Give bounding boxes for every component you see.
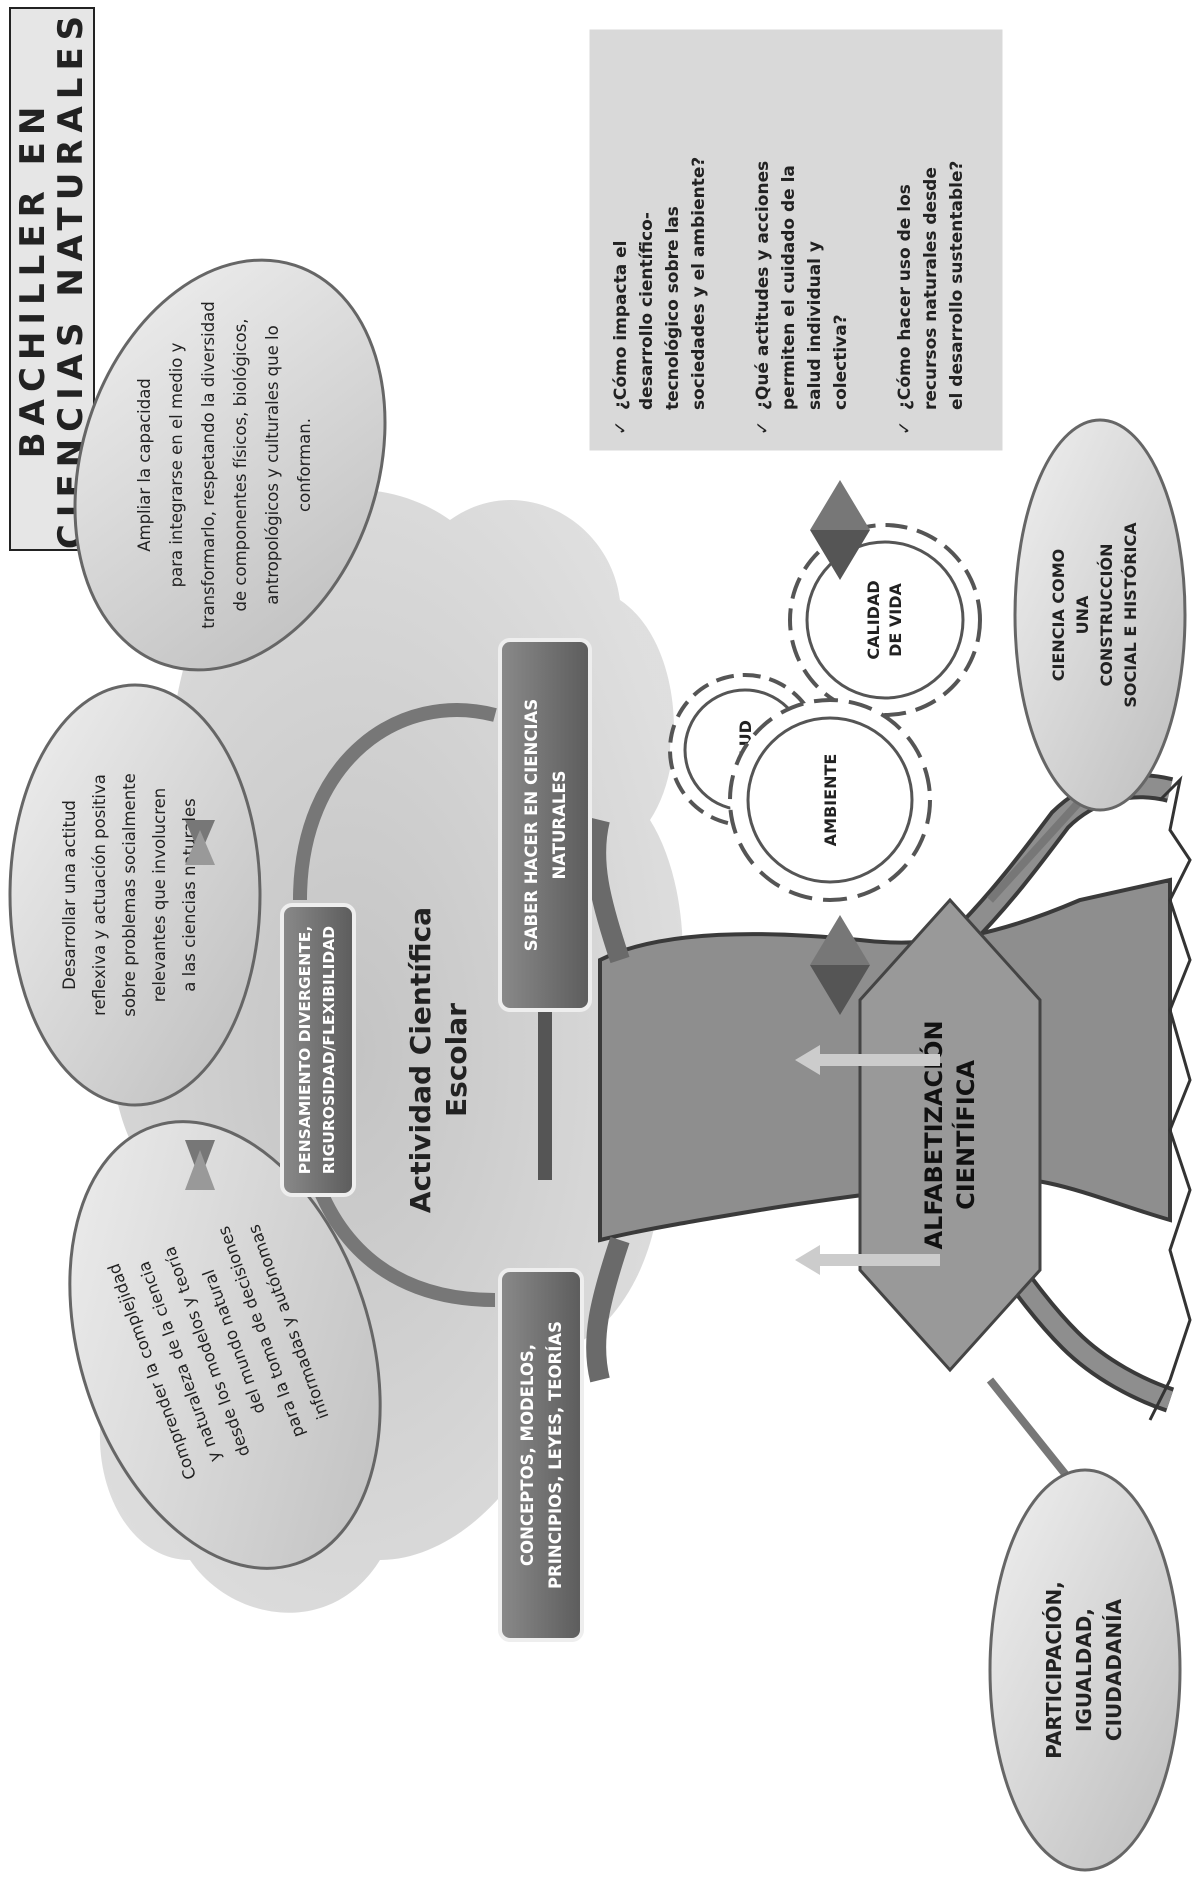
tree-branch-top: [586, 817, 630, 964]
ampliar-line-3: transformarlo, respetando la diversidad: [199, 301, 218, 629]
q2-line-1: ¿Qué actitudes y acciones: [753, 161, 773, 410]
alfabetizacion-line-2: CIENTÍFICA: [951, 1060, 980, 1210]
title-line-1: BACHILLER EN: [13, 100, 53, 459]
alfabetizacion-hexagon: ALFABETIZACIÓN CIENTÍFICA: [858, 897, 1042, 1373]
q1-line-2: desarrollo científico-: [637, 212, 657, 410]
questions-box: ✓ ¿Cómo impacta el desarrollo científico…: [589, 29, 1003, 451]
q2-line-3: salud individual y: [805, 241, 825, 410]
center-label-line-1: Actividad Científica: [404, 907, 437, 1213]
q2-line-2: permiten el cuidado de la: [779, 165, 799, 410]
desarrollar-line-1: Desarrollar una actitud: [60, 800, 79, 990]
ciencia-line-2: UNA: [1073, 595, 1092, 634]
ampliar-line-2: para integrarse en el medio y: [167, 342, 186, 587]
center-label: Actividad Científica Escolar: [404, 907, 473, 1213]
box-saber-hacer: SABER HACER EN CIENCIAS NATURALES: [498, 638, 592, 1012]
gear-calidad: CALIDAD DE VIDA: [788, 523, 982, 717]
ciencia-line-1: CIENCIA COMO: [1049, 549, 1068, 682]
oval-desarrollar: Desarrollar una actitud reflexiva y actu…: [8, 683, 262, 1107]
ampliar-line-4: de componentes físicos, biológicos,: [231, 319, 250, 612]
desarrollar-line-2: reflexiva y actuación positiva: [90, 774, 109, 1016]
oval-comprender: Comprender la complejidad y naturaleza d…: [68, 1120, 382, 1570]
arrow-gears-bottom: [810, 915, 870, 1015]
q3-line-3: el desarrollo sustentable?: [947, 161, 967, 410]
q2-check: ✓: [753, 421, 773, 435]
pensamiento-line-2: RIGUROSIDAD/FLEXIBILIDAD: [320, 926, 338, 1174]
oval-ciencia: CIENCIA COMO UNA CONSTRUCCIÓN SOCIAL E H…: [1013, 418, 1187, 812]
trunk-arrows: [795, 1045, 940, 1275]
oval-participacion: PARTICIPACIÓN, IGUALDAD, CIUDADANÍA: [988, 1468, 1182, 1872]
arrow-oval-bottom: [185, 1140, 215, 1190]
gear-calidad-line-2: DE VIDA: [886, 582, 905, 656]
desarrollar-line-3: sobre problemas socialmente: [120, 773, 139, 1017]
gear-ambiente: AMBIENTE: [728, 698, 932, 902]
saber-hacer-line-1: SABER HACER EN CIENCIAS: [522, 699, 541, 951]
tree-branch-bottom: [586, 1236, 630, 1383]
q3-line-1: ¿Cómo hacer uso de los: [895, 184, 915, 410]
gear-calidad-line-1: CALIDAD: [864, 580, 883, 659]
arc-top: [293, 703, 497, 901]
q2-line-4: colectiva?: [831, 314, 851, 410]
q1-check: ✓: [611, 421, 631, 435]
conceptos-line-2: PRINCIPIOS, LEYES, TEORÍAS: [546, 1321, 565, 1589]
participacion-line-3: CIUDADANÍA: [1102, 1598, 1126, 1741]
participacion-line-2: IGUALDAD,: [1072, 1608, 1096, 1732]
box-pensamiento: PENSAMIENTO DIVERGENTE, RIGUROSIDAD/FLEX…: [280, 903, 356, 1197]
ciencia-line-3: CONSTRUCCIÓN: [1097, 544, 1116, 687]
gear-ambiente-label: AMBIENTE: [821, 754, 840, 847]
box-conceptos: CONCEPTOS, MODELOS, PRINCIPIOS, LEYES, T…: [498, 1268, 584, 1642]
arrow-gears-top: [810, 480, 870, 580]
tree-grass: [1148, 775, 1192, 1421]
center-label-line-2: Escolar: [440, 1003, 473, 1117]
ampliar-line-5: antropológicos y culturales que lo: [263, 325, 282, 604]
desarrollar-line-4: relevantes que involucren: [150, 788, 169, 1002]
pensamiento-line-1: PENSAMIENTO DIVERGENTE,: [296, 926, 314, 1174]
oval-ampliar: Ampliar la capacidad para integrarse en …: [73, 258, 387, 672]
ciencia-line-4: SOCIAL E HISTÓRICA: [1121, 522, 1140, 708]
participacion-line-1: PARTICIPACIÓN,: [1042, 1581, 1066, 1759]
q1-line-1: ¿Cómo impacta el: [611, 241, 631, 410]
q3-line-2: recursos naturales desde: [921, 167, 941, 410]
arrow-oval-top: [185, 820, 215, 865]
q1-line-4: sociedades y el ambiente?: [689, 157, 709, 410]
q1-line-3: tecnológico sobre las: [663, 206, 683, 410]
q3-check: ✓: [895, 421, 915, 435]
saber-hacer-line-2: NATURALES: [550, 770, 569, 879]
conceptos-line-1: CONCEPTOS, MODELOS,: [518, 1344, 537, 1566]
ampliar-line-6: conforman.: [295, 418, 314, 512]
ampliar-line-1: Ampliar la capacidad: [135, 378, 154, 552]
